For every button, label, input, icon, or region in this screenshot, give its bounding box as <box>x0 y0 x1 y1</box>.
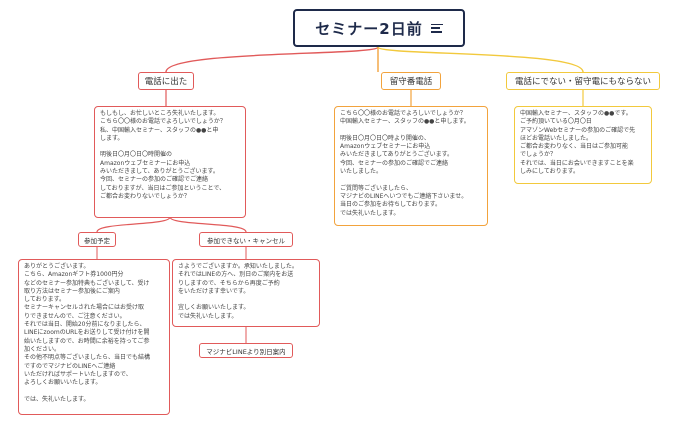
root-topic[interactable]: セミナー2日前 <box>293 9 465 47</box>
link-script-cancel <box>169 216 247 233</box>
no-answer-script[interactable]: 中国輸入セミナー、スタッフの●●です。 ご予約頂いている〇月〇日 アマゾンWeb… <box>514 106 652 184</box>
link-script-attend <box>96 216 171 233</box>
attend-script[interactable]: ありがとうございます。 こちら、Amazonギフト券1000円分 などのセミナー… <box>18 259 170 415</box>
sub-branch-attend[interactable]: 参加予定 <box>78 232 116 247</box>
notes-icon <box>430 23 443 33</box>
root-title: セミナー2日前 <box>315 19 423 38</box>
cancel-script[interactable]: さようでございますか。承知いたしました。 それではLINEの方へ、別日のご案内を… <box>172 259 320 327</box>
answered-script[interactable]: もしもし、お忙しいところ失礼いたします。 こちら〇〇様のお電話でよろしいでしょう… <box>94 106 246 218</box>
link-root-noanswer <box>377 46 584 73</box>
link-root-answered <box>165 46 379 73</box>
cancel-next-step[interactable]: マジナビLINEより別日案内 <box>199 343 293 358</box>
branch-voicemail[interactable]: 留守番電話 <box>381 72 441 90</box>
branch-no-answer[interactable]: 電話にでない・留守電にもならない <box>506 72 660 90</box>
voicemail-script[interactable]: こちら〇〇様のお電話でよろしいでしょうか？ 中国輸入セミナー、スタッフの●●と申… <box>334 106 488 226</box>
branch-answered[interactable]: 電話に出た <box>138 72 194 90</box>
sub-branch-cancel[interactable]: 参加できない・キャンセル <box>199 232 293 247</box>
